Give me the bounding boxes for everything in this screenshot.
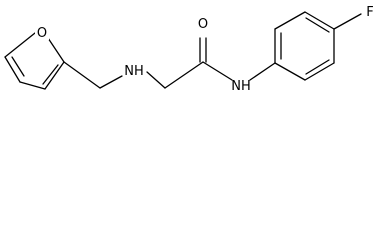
atom-label-furan-oxygen: O (37, 26, 47, 41)
bond-ar-f (333, 13, 362, 30)
atom-label-amine-nitrogen: NH (124, 64, 144, 79)
bond-ch2-carbonyl (164, 61, 204, 89)
bond-furan-c4-c5-inner (11, 56, 25, 77)
bond-c2-ch2 (63, 61, 101, 89)
atom-labels: O NH O NH F (35, 5, 374, 94)
linker-chain (63, 37, 276, 89)
bond-ar-2-3-inner (305, 59, 330, 75)
fluorophenyl-ring (274, 11, 362, 81)
bond-furan-c4-c5 (4, 56, 21, 83)
bond-furan-c2-c3 (44, 61, 65, 90)
bond-furan-c5-o (4, 32, 36, 58)
bond-furan-c2-c3-inner (42, 64, 59, 85)
bond-ar-2-3 (304, 62, 335, 81)
bond-nh-ch2 (146, 71, 166, 89)
atom-label-fluorine: F (366, 5, 373, 20)
bond-furan-o-c2 (47, 37, 65, 63)
atom-label-amide-nitrogen: NH (231, 79, 251, 94)
bond-ar-5-6 (274, 11, 306, 30)
bond-ar-4-5 (304, 11, 335, 30)
bond-ch2-nh (99, 75, 123, 89)
bond-carbonyl-nh (202, 61, 233, 81)
bond-furan-c3-c4 (19, 81, 46, 90)
atom-label-carbonyl-oxygen: O (198, 17, 208, 32)
bond-ar-4-5-inner (305, 17, 330, 33)
bond-nh-aryl (249, 62, 276, 81)
furan-ring (4, 32, 65, 90)
bond-ar-1-2 (274, 62, 306, 81)
structure-diagram: O NH O NH F (4, 5, 374, 94)
